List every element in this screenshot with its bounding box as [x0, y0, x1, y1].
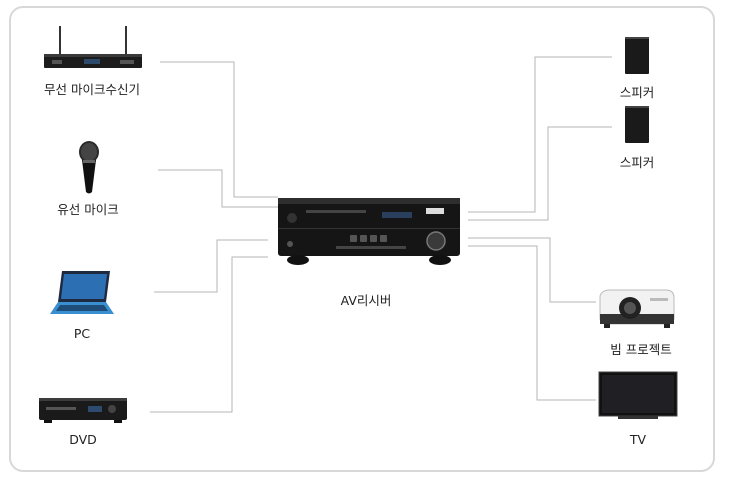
wireless-receiver-icon: [44, 26, 142, 68]
av-receiver-icon: [278, 198, 460, 265]
label-av-receiver: AV리시버: [340, 293, 392, 308]
wire-pc: [154, 239, 268, 293]
wire-wired-mic: [158, 169, 278, 208]
wire-speaker-1: [468, 56, 612, 213]
wire-tv: [468, 245, 596, 401]
tv-icon: [598, 371, 678, 419]
label-speaker-2: 스피커: [619, 155, 655, 170]
wire-wireless-mic: [160, 61, 278, 198]
label-wireless-mic-receiver: 무선 마이크수신기: [44, 82, 140, 97]
microphone-icon: [79, 141, 99, 194]
dvd-player-icon: [39, 398, 127, 423]
label-beam-projector: 빔 프로젝트: [610, 342, 672, 357]
label-tv: TV: [629, 432, 647, 447]
laptop-icon: [50, 271, 114, 314]
label-speaker-1: 스피커: [619, 85, 655, 100]
wire-projector: [468, 237, 596, 303]
label-pc: PC: [73, 326, 91, 341]
label-wired-mic: 유선 마이크: [57, 202, 119, 217]
speaker-icon: [625, 106, 649, 143]
wire-speaker-2: [468, 126, 612, 221]
speaker-icon: [625, 37, 649, 74]
label-dvd: DVD: [69, 432, 97, 447]
projector-icon: [599, 289, 675, 328]
wire-dvd: [150, 256, 268, 413]
